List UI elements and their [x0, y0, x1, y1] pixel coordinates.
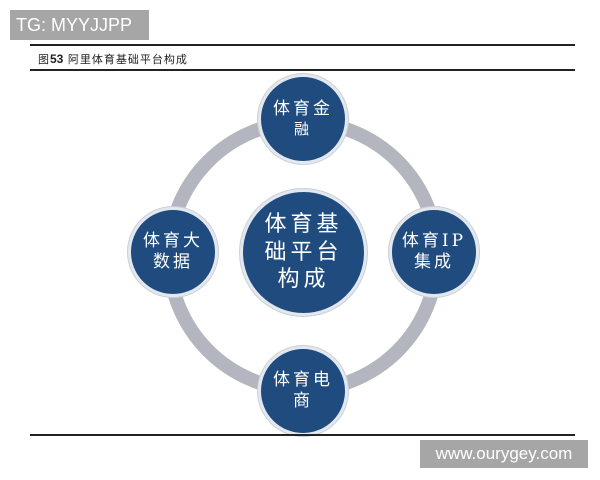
- caption-title: 阿里体育基础平台构成: [67, 53, 188, 66]
- caption-number: 53: [50, 52, 64, 66]
- figure-caption: 图53 阿里体育基础平台构成: [38, 51, 188, 67]
- bottom-rule: [30, 434, 575, 436]
- top-rule: [30, 44, 575, 46]
- caption-prefix: 图: [38, 53, 50, 66]
- node-sports-finance: 体育金 融: [258, 74, 348, 164]
- node-center-platform: 体育基 础平台 构成: [240, 189, 367, 316]
- node-sports-ip-integration: 体育IP 集成: [389, 207, 479, 297]
- watermark-top: TG: MYYJJPP: [10, 10, 149, 40]
- node-sports-ecommerce: 体育电 商: [258, 346, 348, 436]
- caption-rule: [30, 69, 575, 71]
- watermark-bottom: www.ourygey.com: [420, 440, 588, 468]
- node-sports-big-data: 体育大 数据: [128, 207, 218, 297]
